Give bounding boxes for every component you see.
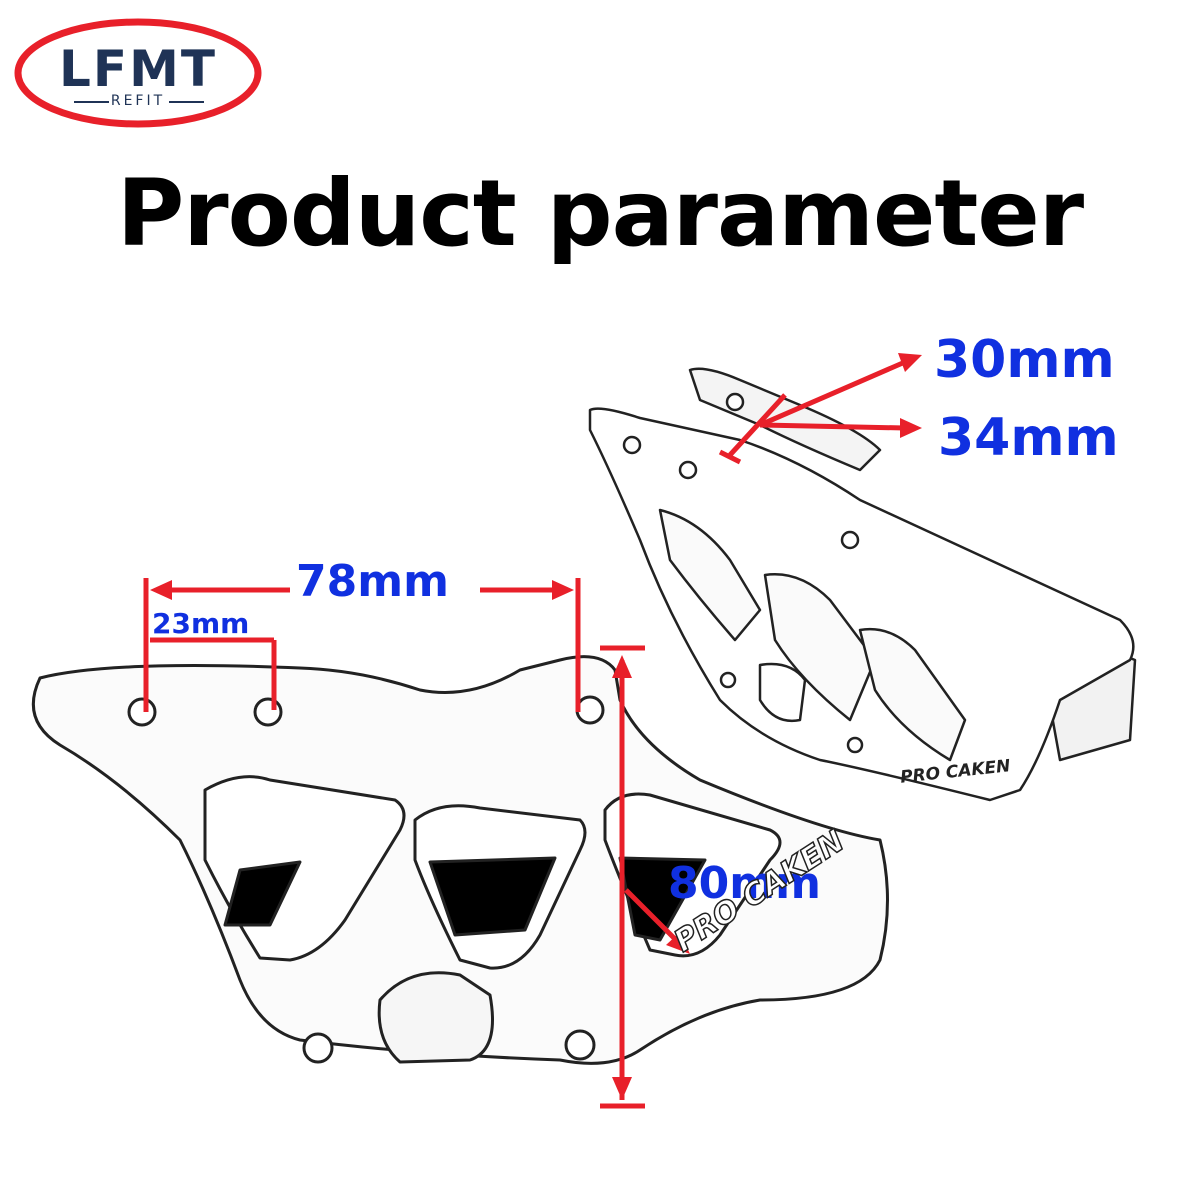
guard-rear-view: [588, 367, 1137, 802]
dimension-gap-30-label: 30mm: [934, 330, 1115, 390]
page-title: Product parameter: [116, 160, 1084, 267]
logo-wordmark: LFMT: [59, 40, 217, 98]
dimension-width-label: 78mm: [296, 556, 449, 607]
dimension-hole-spacing-label: 23mm: [152, 607, 250, 640]
brand-logo: LFMT REFIT: [14, 18, 262, 128]
guard-front-view: [31, 655, 889, 1065]
logo-ring: [14, 18, 262, 128]
dimension-height-label: 80mm: [668, 858, 821, 909]
dimension-gap-34-label: 34mm: [938, 408, 1119, 468]
dimension-lines: [143, 353, 922, 1109]
logo-tagline: REFIT: [110, 93, 166, 109]
